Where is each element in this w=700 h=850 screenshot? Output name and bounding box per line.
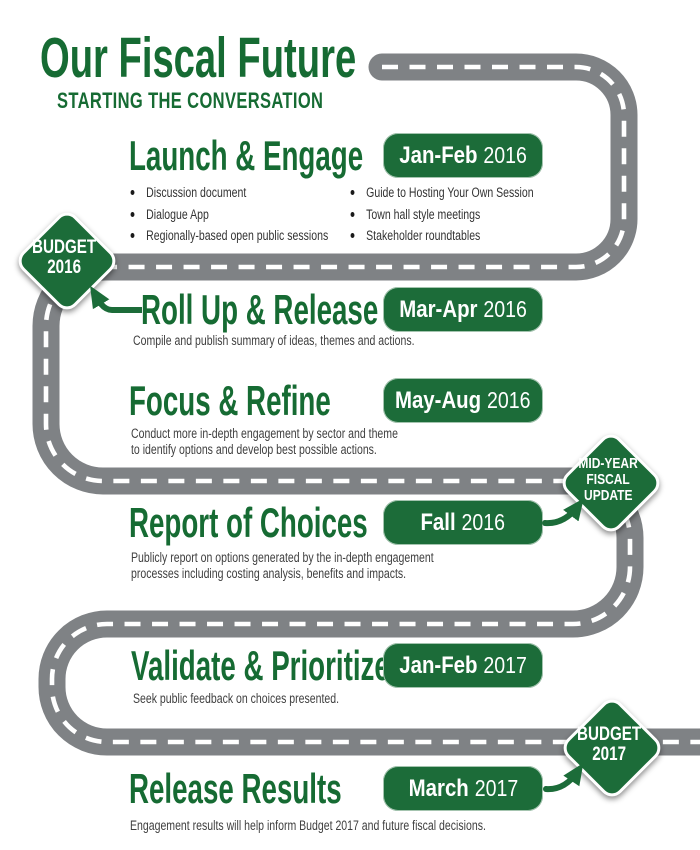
milestone-sign-mid-year-fiscal-update: MID-YEAR FISCAL UPDATE — [557, 429, 665, 537]
stage-heading-launch-engage: Launch & Engage — [129, 131, 364, 179]
bullet-item: Guide to Hosting Your Own Session — [349, 182, 534, 204]
stage-heading-validate-prioritize: Validate & Prioritize — [131, 641, 390, 689]
milestone-sign-budget-2017: BUDGET 2017 — [558, 694, 666, 802]
milestone-label: BUDGET 2016 — [31, 237, 97, 278]
milestone-sign-budget-2016: BUDGET 2016 — [13, 207, 121, 315]
stage-heading-report-of-choices: Report of Choices — [129, 498, 368, 546]
stage-desc-validate-prioritize: Seek public feedback on choices presente… — [133, 691, 340, 706]
page-subtitle: STARTING THE CONVERSATION — [57, 88, 324, 113]
milestone-label: MID-YEAR FISCAL UPDATE — [578, 455, 638, 504]
bullet-item: Stakeholder roundtables — [349, 225, 534, 247]
bullet-item: Town hall style meetings — [349, 204, 534, 226]
stage-desc-release-results: Engagement results will help inform Budg… — [130, 818, 486, 833]
stage-heading-roll-up-release: Roll Up & Release — [141, 285, 379, 333]
date-badge-jan-feb-2017: Jan-Feb 2017 — [383, 643, 543, 688]
milestone-label: BUDGET 2017 — [576, 724, 642, 765]
bullet-item: Dialogue App — [129, 204, 328, 226]
page-title: Our Fiscal Future — [40, 26, 357, 90]
stage-desc-roll-up-release: Compile and publish summary of ideas, th… — [133, 333, 415, 348]
stage-desc-report-of-choices: Publicly report on options generated by … — [131, 550, 434, 581]
stage-heading-focus-refine: Focus & Refine — [129, 376, 331, 424]
arrow-to-budget-2017-icon — [543, 763, 584, 793]
bullet-item: Discussion document — [129, 182, 328, 204]
arrow-to-budget-2016-icon — [90, 285, 142, 313]
stage-desc-focus-refine: Conduct more in-depth engagement by sect… — [131, 426, 398, 457]
date-badge-march-2017: March 2017 — [383, 766, 543, 811]
bullet-item: Regionally-based open public sessions — [129, 225, 328, 247]
stage-heading-release-results: Release Results — [129, 764, 342, 812]
bullet-list-right: Guide to Hosting Your Own Session Town h… — [349, 182, 534, 247]
road-center-dashes — [43, 64, 700, 745]
bullet-list-left: Discussion document Dialogue App Regiona… — [129, 182, 328, 247]
date-badge-fall-2016: Fall 2016 — [383, 500, 543, 545]
date-badge-may-aug-2016: May-Aug 2016 — [383, 378, 543, 423]
date-badge-jan-feb-2016: Jan-Feb 2016 — [383, 133, 543, 178]
arrow-to-mid-year-fiscal-update-icon — [542, 498, 584, 527]
date-badge-mar-apr-2016: Mar-Apr 2016 — [383, 287, 543, 332]
